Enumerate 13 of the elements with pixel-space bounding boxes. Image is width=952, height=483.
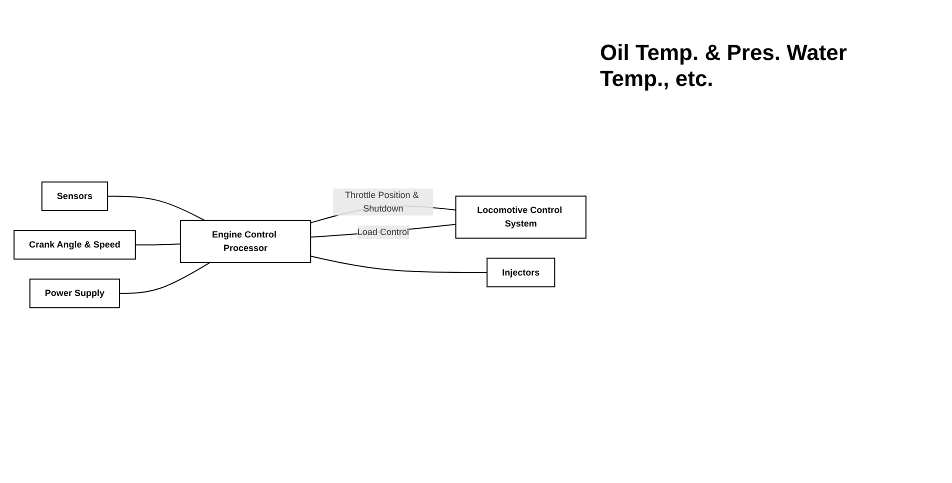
connector	[107, 196, 206, 222]
edge-label: Throttle Position & Shutdown	[345, 190, 419, 214]
node-box: Locomotive Control System	[455, 196, 586, 239]
node-box: Crank Angle & Speed	[14, 230, 136, 260]
node-box: Injectors	[486, 258, 556, 288]
note-text: Oil Temp. & Pres. Water Temp., etc.	[600, 40, 848, 92]
node-box: Engine Control Processor	[180, 220, 312, 264]
edge-label: Load Control	[357, 227, 410, 238]
node-box: Power Supply	[29, 278, 120, 308]
node-box: Sensors	[41, 182, 108, 212]
connector	[310, 256, 488, 274]
connector	[134, 244, 181, 246]
connector	[119, 262, 211, 294]
